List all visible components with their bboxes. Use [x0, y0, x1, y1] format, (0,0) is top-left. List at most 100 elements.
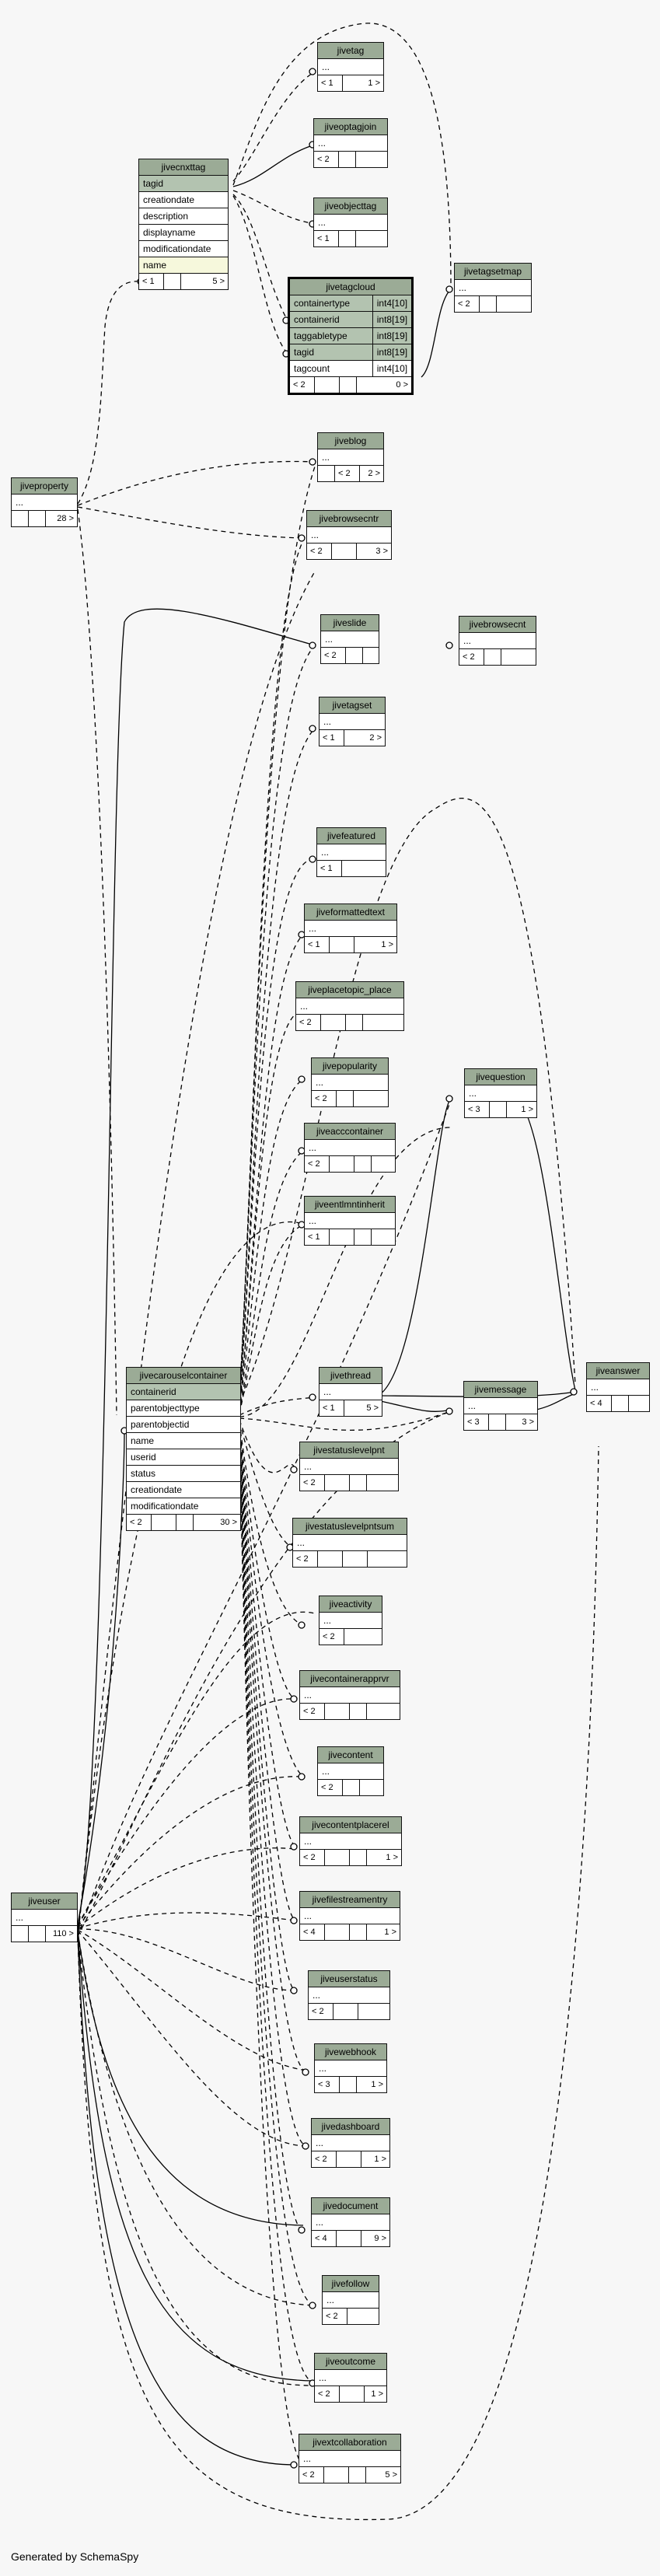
table-title: jiveblog	[318, 433, 383, 449]
table-title: jivextcollaboration	[299, 2434, 400, 2451]
children-count: 1 >	[521, 1105, 533, 1114]
table-jivestatuslevelpntsum[interactable]: jivestatuslevelpntsum ... < 2	[292, 1518, 407, 1568]
table-jiveplacetopic_place[interactable]: jiveplacetopic_place ... < 2	[295, 981, 404, 1031]
table-title: jivethread	[320, 1368, 382, 1384]
table-title: jivecarouselcontainer	[127, 1368, 240, 1384]
parents-count: < 2	[307, 544, 332, 559]
table-title: jiveentlmntinherit	[305, 1197, 395, 1213]
column-modificationdate: modificationdate	[127, 1498, 240, 1515]
parents-count: < 2	[300, 1475, 325, 1491]
table-jivecontainerapprvr[interactable]: jivecontainerapprvr ... < 2	[299, 1670, 400, 1720]
parents-count: < 4	[587, 1396, 612, 1411]
parents-count: < 2	[127, 1515, 152, 1530]
children-count	[501, 649, 536, 665]
table-title: jivequestion	[465, 1069, 536, 1085]
table-jivefeatured[interactable]: jivefeatured ... < 1	[316, 827, 386, 877]
table-footer: < 2	[305, 1156, 395, 1172]
table-jivecnxttag[interactable]: jivecnxttag tagid creationdate descripti…	[138, 159, 229, 290]
table-jivefollow[interactable]: jivefollow ... < 2	[322, 2275, 379, 2325]
table-jivebrowsecnt[interactable]: jivebrowsecnt ... < 2	[459, 616, 536, 666]
table-jiveproperty[interactable]: jiveproperty ... 28 >	[11, 477, 78, 527]
table-title: jivecontent	[318, 1747, 383, 1763]
table-footer: < 1	[305, 1229, 395, 1245]
table-title: jivecontentplacerel	[300, 1817, 401, 1833]
parents-count: < 1	[320, 730, 344, 746]
table-footer: < 2 5 >	[299, 2467, 400, 2483]
column-ellipsis: ...	[305, 921, 396, 937]
table-title: jiveanswer	[587, 1363, 649, 1379]
children-count: 5 >	[385, 2470, 397, 2480]
column-modificationdate: modificationdate	[139, 241, 228, 257]
table-title: jiveuser	[12, 1893, 77, 1910]
parents-count: < 1	[139, 274, 164, 289]
table-jiveoptagjoin[interactable]: jiveoptagjoin ... < 2	[313, 118, 388, 168]
table-jiveentlmntinherit[interactable]: jiveentlmntinherit ... < 1	[304, 1196, 396, 1246]
children-count	[344, 1629, 382, 1645]
parents-count: < 1	[305, 937, 330, 952]
table-jiveslide[interactable]: jiveslide ... < 2	[320, 614, 379, 664]
children-count	[358, 2004, 389, 2019]
table-jiveactivity[interactable]: jiveactivity ... < 2	[319, 1596, 382, 1645]
parents-count: < 2	[318, 1780, 343, 1795]
table-footer: < 2	[300, 1475, 398, 1491]
children-count: 1 >	[386, 1853, 398, 1862]
table-jivepopularity[interactable]: jivepopularity ... < 2	[311, 1057, 389, 1107]
parents-count: < 2	[335, 466, 360, 481]
table-jivestatuslevelpnt[interactable]: jivestatuslevelpnt ... < 2	[299, 1442, 399, 1491]
column-tagid: tagid	[139, 176, 228, 192]
children-count	[497, 296, 531, 312]
table-title: jivestatuslevelpntsum	[293, 1519, 407, 1535]
table-jiveuser[interactable]: jiveuser ... 110 >	[11, 1893, 78, 1942]
table-jiveacccontainer[interactable]: jiveacccontainer ... < 2	[304, 1123, 396, 1173]
table-title: jiveslide	[321, 615, 379, 631]
children-count: 3 >	[375, 547, 388, 556]
column-ellipsis: ...	[321, 631, 379, 648]
parents-count: < 2	[455, 296, 480, 312]
table-jiveuserstatus[interactable]: jiveuserstatus ... < 2	[308, 1970, 390, 2020]
table-jivecontent[interactable]: jivecontent ... < 2	[317, 1746, 384, 1796]
column-ellipsis: ...	[317, 844, 386, 861]
table-title: jiveoutcome	[315, 2354, 386, 2370]
column-ellipsis: ...	[464, 1398, 537, 1414]
table-jivecarouselcontainer[interactable]: jivecarouselcontainer containerid parent…	[126, 1367, 241, 1531]
parents-count: < 2	[299, 2467, 324, 2483]
table-footer: < 2	[320, 1629, 382, 1645]
table-jivetagsetmap[interactable]: jivetagsetmap ... < 2	[454, 263, 532, 313]
column-ellipsis: ...	[318, 59, 383, 75]
parents-count	[12, 511, 29, 526]
parents-count: < 2	[296, 1015, 321, 1030]
table-jiveanswer[interactable]: jiveanswer ... < 4	[586, 1362, 650, 1412]
table-jiveobjecttag[interactable]: jiveobjecttag ... < 1	[313, 197, 388, 247]
column-name: name	[139, 257, 228, 274]
column-ellipsis: ...	[315, 2370, 386, 2386]
column-displayname: displayname	[139, 225, 228, 241]
children-count: 1 >	[371, 2389, 383, 2399]
parents-count: < 1	[318, 75, 343, 91]
table-title: jivebrowsecnt	[459, 617, 536, 633]
